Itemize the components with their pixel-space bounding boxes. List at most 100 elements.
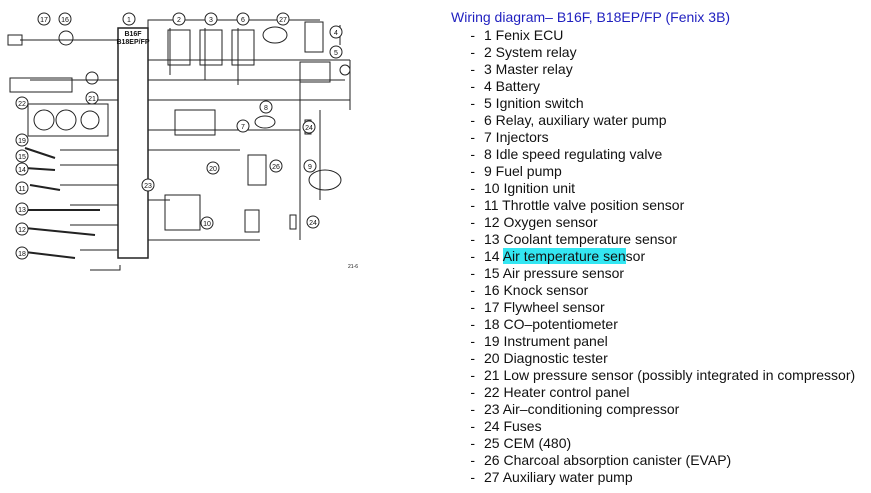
- cem-box: [174, 109, 216, 136]
- callout-10: 10: [200, 216, 214, 230]
- callout-13: 13: [15, 202, 29, 216]
- legend-dash: -: [470, 350, 475, 366]
- svg-text:6: 6: [241, 17, 245, 24]
- callout-27: 27: [276, 12, 290, 26]
- legend-dash: -: [470, 282, 475, 298]
- highlighted-text: Air temperature sen: [502, 248, 626, 264]
- legend-title: Wiring diagram– B16F, B18EP/FP (Fenix 3B…: [451, 9, 731, 25]
- legend-dash: -: [470, 44, 475, 60]
- svg-text:22: 22: [18, 101, 26, 108]
- callout-12: 12: [15, 222, 29, 236]
- svg-text:10: 10: [203, 221, 211, 228]
- legend-item: -10 Ignition unit: [449, 180, 869, 197]
- legend-item: -2 System relay: [449, 44, 869, 61]
- callout-26: 26: [269, 159, 283, 173]
- legend-item: -17 Flywheel sensor: [449, 299, 869, 316]
- svg-text:5: 5: [334, 50, 338, 57]
- ecu-block: [117, 27, 149, 259]
- svg-text:2: 2: [177, 17, 181, 24]
- legend-item: -8 Idle speed regulating valve: [449, 146, 869, 163]
- callout-24a: 24: [302, 120, 316, 134]
- svg-text:26: 26: [272, 164, 280, 171]
- legend-item: -12 Oxygen sensor: [449, 214, 869, 231]
- charcoal-canister: [247, 154, 267, 186]
- callout-2: 2: [172, 12, 186, 26]
- callout-16: 16: [58, 12, 72, 26]
- legend-dash: -: [470, 418, 475, 434]
- legend-item: -15 Air pressure sensor: [449, 265, 869, 282]
- svg-text:24: 24: [305, 125, 313, 132]
- low-pressure-sensor: [85, 71, 99, 85]
- fuel-pump: [308, 169, 342, 191]
- fuse-bottom: [289, 214, 297, 230]
- svg-text:4: 4: [334, 30, 338, 37]
- legend-item-text: 22 Heater control panel: [484, 384, 630, 400]
- legend-item-text: 24 Fuses: [484, 418, 542, 434]
- svg-text:21: 21: [88, 96, 96, 103]
- legend-item: -18 CO–potentiometer: [449, 316, 869, 333]
- ecu-model-label-2: B18EP/FP: [116, 39, 149, 46]
- legend: Wiring diagram– B16F, B18EP/FP (Fenix 3B…: [449, 9, 869, 486]
- svg-text:27: 27: [279, 17, 287, 24]
- legend-item-text: 11 Throttle valve position sensor: [484, 197, 685, 213]
- legend-item: -9 Fuel pump: [449, 163, 869, 180]
- legend-item: -21 Low pressure sensor (possibly integr…: [449, 367, 869, 384]
- callout-18: 18: [15, 246, 29, 260]
- legend-dash: -: [470, 231, 475, 247]
- idle-valve: [254, 115, 276, 129]
- aux-water-pump: [262, 26, 288, 44]
- legend-dash: -: [470, 401, 475, 417]
- legend-item: -4 Battery: [449, 78, 869, 95]
- legend-item-text: 8 Idle speed regulating valve: [484, 146, 663, 162]
- svg-text:13: 13: [18, 207, 26, 214]
- legend-item-text: 21 Low pressure sensor (possibly integra…: [484, 367, 856, 383]
- callout-7: 7: [236, 119, 250, 133]
- legend-dash: -: [470, 214, 475, 230]
- legend-item: -11 Throttle valve position sensor: [449, 197, 869, 214]
- legend-item: -23 Air–conditioning compressor: [449, 401, 869, 418]
- legend-item-text: 23 Air–conditioning compressor: [484, 401, 680, 417]
- legend-item: -20 Diagnostic tester: [449, 350, 869, 367]
- legend-item-text: 15 Air pressure sensor: [484, 265, 625, 281]
- legend-item-text: 19 Instrument panel: [484, 333, 608, 349]
- callout-1: 1: [122, 12, 136, 26]
- legend-dash: -: [470, 112, 475, 128]
- system-relay: [167, 29, 191, 66]
- legend-dash: -: [470, 452, 475, 468]
- knock-sensor: [58, 30, 74, 46]
- svg-text:19: 19: [18, 138, 26, 145]
- legend-item-text: 17 Flywheel sensor: [484, 299, 605, 315]
- svg-text:1: 1: [127, 17, 131, 24]
- svg-text:20: 20: [209, 166, 217, 173]
- instrument-panel: [27, 103, 109, 137]
- callout-3: 3: [204, 12, 218, 26]
- legend-dash: -: [470, 469, 475, 485]
- legend-item: -24 Fuses: [449, 418, 869, 435]
- legend-dash: -: [470, 367, 475, 383]
- callout-17: 17: [37, 12, 51, 26]
- heater-control-panel: [9, 77, 73, 93]
- legend-item-text: 9 Fuel pump: [484, 163, 562, 179]
- legend-item-text: 5 Ignition switch: [484, 95, 584, 111]
- callout-15: 15: [15, 149, 29, 163]
- svg-text:12: 12: [18, 227, 26, 234]
- legend-dash: -: [470, 435, 475, 451]
- legend-item-text: 2 System relay: [484, 44, 577, 60]
- legend-dash: -: [470, 333, 475, 349]
- callout-24b: 24: [306, 215, 320, 229]
- legend-item: -5 Ignition switch: [449, 95, 869, 112]
- legend-item-text: 27 Auxiliary water pump: [484, 469, 633, 485]
- legend-item-text: 6 Relay, auxiliary water pump: [484, 112, 667, 128]
- battery: [304, 21, 324, 53]
- svg-text:24: 24: [309, 220, 317, 227]
- wiring-diagram: B16F B18EP/FP 21-6 1 2 3 4 5 6 7 8 9 10 …: [7, 12, 358, 271]
- legend-dash: -: [470, 316, 475, 332]
- legend-item-text: 10 Ignition unit: [484, 180, 576, 196]
- callout-5: 5: [329, 45, 343, 59]
- ignition-unit: [164, 194, 201, 231]
- callout-21: 21: [85, 91, 99, 105]
- legend-item-text: 12 Oxygen sensor: [484, 214, 598, 230]
- legend-dash: -: [470, 27, 475, 43]
- svg-text:3: 3: [209, 17, 213, 24]
- svg-text:8: 8: [264, 105, 268, 112]
